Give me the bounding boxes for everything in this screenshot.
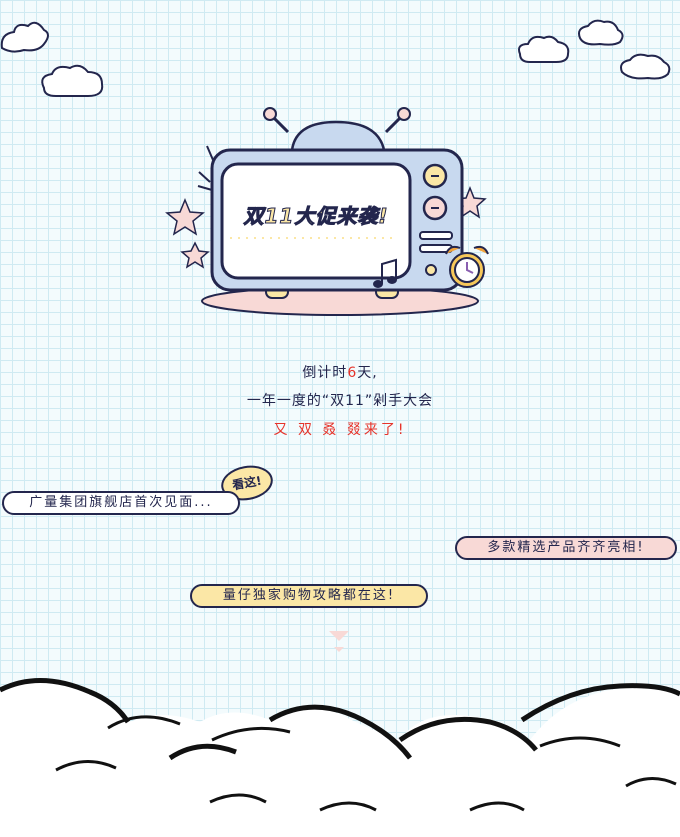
countdown-line-3: 又 双 叒 叕来了!: [273, 422, 407, 438]
countdown-days: 6: [347, 365, 358, 381]
products-bubble: 多款精选产品齐齐亮相!: [455, 536, 677, 560]
guide-bubble: 量仔独家购物攻略都在这!: [190, 584, 428, 608]
countdown-line-1: 倒计时6天,: [302, 365, 378, 381]
cloud-icon: [620, 53, 671, 80]
tv-small-knob: [425, 264, 437, 276]
cloud-icon: [41, 64, 104, 97]
tv-antenna-knob: [263, 107, 277, 121]
bottom-clouds: [0, 678, 680, 837]
tv-antenna-knob: [397, 107, 411, 121]
tv-speaker-bar: [419, 231, 453, 240]
cloud-icon: [518, 35, 570, 63]
tv-screen: [220, 162, 412, 280]
countdown-line-2: 一年一度的“双11”剁手大会: [246, 393, 434, 409]
sky-clouds: [0, 19, 671, 97]
tv-dome: [290, 120, 386, 152]
store-intro-bubble: 广量集团旗舰店首次见面...: [2, 491, 240, 515]
arrow-down-icon: [329, 631, 349, 652]
tv-illustration: [165, 107, 489, 316]
tv-screen-title: 双11大促来袭!: [243, 204, 389, 229]
tv-sparkle: [197, 145, 214, 191]
alarm-clock-icon: [445, 245, 489, 288]
cloud-icon: [0, 21, 49, 53]
cloud-icon: [578, 19, 624, 46]
music-note-icon: [373, 258, 397, 288]
